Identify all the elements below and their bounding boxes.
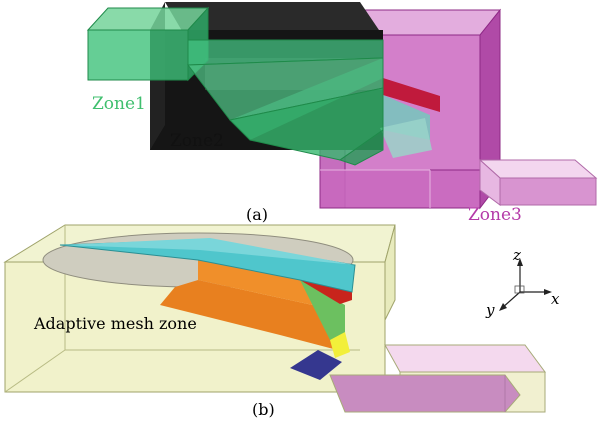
panel-a: [86, 2, 598, 210]
green-lower: [300, 280, 345, 352]
axis-triad: [499, 258, 552, 311]
zone1-box: [86, 6, 384, 166]
panel-b: [3, 224, 546, 413]
zone1-label: Zone1: [92, 94, 146, 114]
y-axis-label: y: [486, 301, 495, 319]
orange-surface: [160, 280, 345, 352]
yellow-piece: [330, 332, 350, 358]
x-axis-label: x: [551, 290, 560, 308]
zone3-outlet: [478, 158, 598, 206]
outlet-duct: [329, 344, 546, 413]
cyan-blade-top: [60, 238, 355, 265]
caption-a: (a): [246, 205, 269, 224]
zone3-label: Zone3: [468, 205, 522, 225]
y-axis-line: [501, 291, 521, 309]
red-strip: [300, 280, 352, 304]
adaptive-mesh-label: Adaptive mesh zone: [34, 314, 197, 333]
caption-b: (b): [252, 400, 275, 419]
navy-piece: [290, 350, 342, 380]
z-axis-label: z: [513, 246, 521, 264]
orange-upper: [198, 260, 345, 312]
zone2-label: Zone2: [170, 131, 224, 151]
